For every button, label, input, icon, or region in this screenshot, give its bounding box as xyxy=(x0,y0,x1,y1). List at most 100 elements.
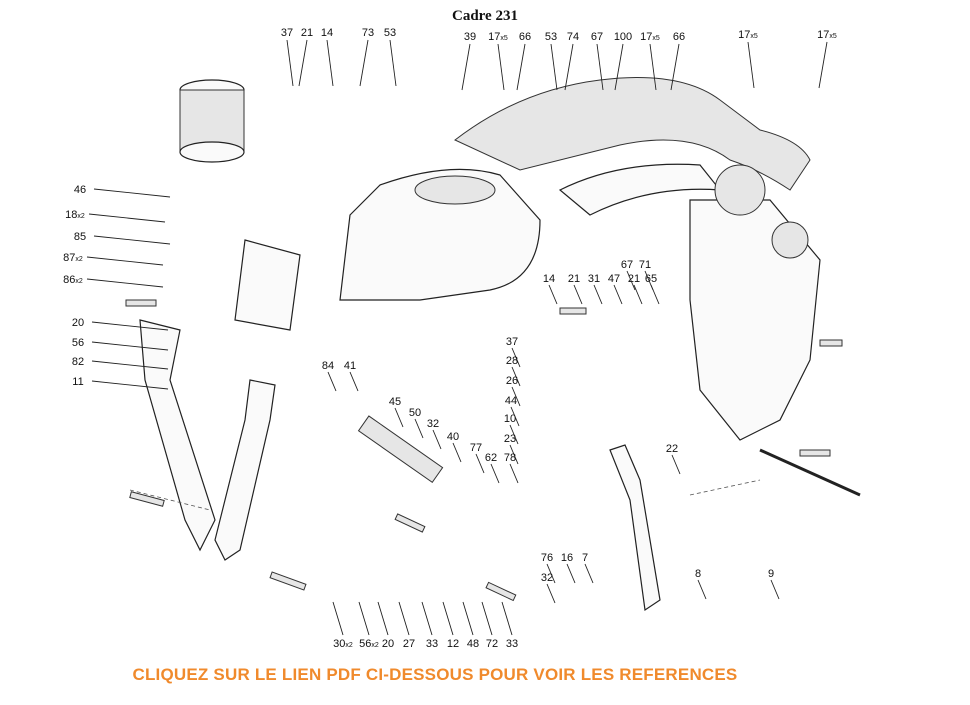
callout-middle: 76 xyxy=(541,552,553,564)
leader-line xyxy=(327,371,337,392)
callout-middle: 31 xyxy=(588,273,600,285)
callout-middle: 45 xyxy=(389,396,401,408)
callout-bottom: 48 xyxy=(467,638,479,650)
leader-line xyxy=(461,43,471,91)
callout-middle: 78 xyxy=(504,452,516,464)
leader-line xyxy=(93,235,171,245)
callout-bottom: 12 xyxy=(447,638,459,650)
leader-line xyxy=(573,284,583,305)
callout-middle: 7 xyxy=(582,552,588,564)
callout-bottom: 30x2 xyxy=(333,638,353,650)
callout-middle: 37 xyxy=(506,336,518,348)
callout-middle: 50 xyxy=(409,407,421,419)
leader-line xyxy=(359,39,369,87)
leader-line xyxy=(358,601,370,636)
callout-middle: 21 xyxy=(628,273,640,285)
callout-bottom: 33 xyxy=(506,638,518,650)
leader-line xyxy=(546,583,556,604)
callout-top: 37 xyxy=(281,27,293,39)
exhaust-pipe-part xyxy=(454,77,811,216)
callout-top: 100 xyxy=(614,31,632,43)
leader-line xyxy=(298,39,308,87)
diagram-title: Cadre 231 xyxy=(452,8,518,24)
callout-middle: 47 xyxy=(608,273,620,285)
leader-line xyxy=(649,43,657,91)
leader-line xyxy=(511,347,521,368)
leader-line xyxy=(462,601,474,636)
leader-line xyxy=(91,341,169,351)
callout-middle: 62 xyxy=(485,452,497,464)
leader-line xyxy=(596,43,604,91)
callout-middle: 84 xyxy=(322,360,334,372)
callout-middle: 77 xyxy=(470,442,482,454)
leader-line xyxy=(398,601,410,636)
leader-line xyxy=(566,563,576,584)
leader-line xyxy=(516,43,526,91)
leader-line xyxy=(626,270,636,291)
callout-top: 17x5 xyxy=(738,29,758,41)
leader-line xyxy=(550,43,558,91)
leader-line xyxy=(432,429,442,450)
leader-line xyxy=(481,601,493,636)
leader-line xyxy=(442,601,454,636)
callout-top: 17x5 xyxy=(488,31,508,43)
leader-line xyxy=(770,579,780,600)
leader-line xyxy=(614,43,624,91)
leader-line xyxy=(546,563,556,584)
leader-line xyxy=(88,213,166,223)
leader-line xyxy=(584,563,594,584)
callout-bottom: 72 xyxy=(486,638,498,650)
long-bolt-part xyxy=(759,448,861,497)
side-bracket-part xyxy=(139,319,276,561)
callout-left: 86x2 xyxy=(63,274,83,286)
callout-middle: 28 xyxy=(506,355,518,367)
frame-block-part xyxy=(689,164,821,441)
leader-line xyxy=(91,321,169,331)
callout-left: 11 xyxy=(72,376,83,388)
callout-top: 14 xyxy=(321,27,333,39)
callout-middle: 14 xyxy=(543,273,555,285)
callout-top: 17x5 xyxy=(640,31,660,43)
callout-middle: 9 xyxy=(768,568,774,580)
leader-line xyxy=(670,43,680,91)
leader-line xyxy=(332,601,344,636)
leader-line xyxy=(509,444,519,465)
callout-left: 85 xyxy=(74,231,86,243)
leader-line xyxy=(286,39,294,87)
callout-bottom: 33 xyxy=(426,638,438,650)
leader-line xyxy=(93,188,171,198)
callout-top: 66 xyxy=(673,31,685,43)
leader-line xyxy=(326,39,334,87)
leader-line xyxy=(349,371,359,392)
cover-part xyxy=(234,239,301,331)
callout-left: 20 xyxy=(72,317,84,329)
callout-middle: 26 xyxy=(506,375,518,387)
callout-middle: 40 xyxy=(447,431,459,443)
bolts xyxy=(125,299,843,602)
cylinder-part xyxy=(357,415,444,484)
callout-top: 53 xyxy=(384,27,396,39)
callout-middle: 44 xyxy=(505,395,517,407)
callout-bottom: 20 xyxy=(382,638,394,650)
pdf-reference-link[interactable]: CLIQUEZ SUR LE LIEN PDF CI-DESSOUS POUR … xyxy=(132,665,738,684)
leader-line xyxy=(86,278,164,288)
leader-line xyxy=(501,601,513,636)
leader-line xyxy=(613,284,623,305)
leader-line xyxy=(511,366,521,387)
callout-top: 74 xyxy=(567,31,579,43)
callout-middle: 32 xyxy=(427,418,439,430)
leader-line xyxy=(509,424,519,445)
leader-line xyxy=(475,453,485,474)
leader-line xyxy=(394,407,404,428)
leader-line xyxy=(509,463,519,484)
callout-top: 21 xyxy=(301,27,313,39)
leader-line xyxy=(747,41,755,89)
callout-middle: 67 xyxy=(621,259,633,271)
callout-top: 73 xyxy=(362,27,374,39)
callout-middle: 16 xyxy=(561,552,573,564)
callout-left: 87x2 xyxy=(63,252,83,264)
leader-line xyxy=(389,39,397,87)
callout-middle: 23 xyxy=(504,433,516,445)
leader-line xyxy=(818,41,828,89)
